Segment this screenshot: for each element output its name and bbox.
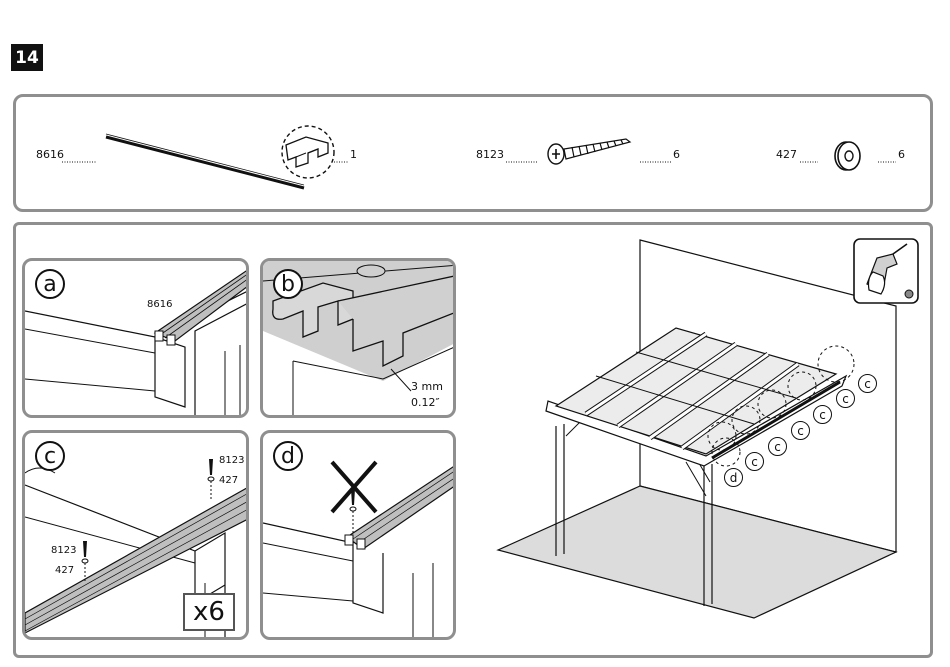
prohibited-cross-icon <box>329 459 379 515</box>
panel-a: a 8616 <box>22 258 249 418</box>
rail-profile-icon <box>278 123 340 183</box>
part-code-rail: 8616 <box>36 149 64 161</box>
dotted-leader <box>506 160 538 164</box>
marker-c-2: c <box>836 389 855 408</box>
washer-icon <box>831 139 865 173</box>
step-letter-b: b <box>273 269 303 299</box>
dotted-leader <box>878 160 896 164</box>
washer-code-label-2: 427 <box>55 565 74 577</box>
dotted-leader <box>62 160 96 164</box>
part-qty-screw: 6 <box>673 149 680 161</box>
step-number: 14 <box>11 44 43 71</box>
step-letter-a: a <box>35 269 65 299</box>
screw-icon <box>546 133 636 167</box>
marker-c-4: c <box>791 421 810 440</box>
part-qty-rail: 1 <box>350 149 357 161</box>
part-qty-washer: 6 <box>898 149 905 161</box>
screw-code-label: 8123 <box>219 455 244 467</box>
gap-size-inch: 0.12″ <box>411 397 440 409</box>
dotted-leader <box>640 160 672 164</box>
marker-c-3: c <box>813 405 832 424</box>
panel-c: c 8123 427 8123 427 x6 <box>22 430 249 640</box>
part-label-8616: 8616 <box>147 299 172 311</box>
gap-size-mm: 3 mm <box>411 381 443 393</box>
marker-d: d <box>724 468 743 487</box>
part-code-washer: 427 <box>776 149 797 161</box>
step-letter-d: d <box>273 441 303 471</box>
panel-b: b 3 mm 0.12″ <box>260 258 456 418</box>
part-code-screw: 8123 <box>476 149 504 161</box>
marker-c-1: c <box>858 374 877 393</box>
step-letter-c: c <box>35 441 65 471</box>
panel-d: d <box>260 430 456 640</box>
quantity-multiplier: x6 <box>183 593 235 631</box>
marker-c-6: c <box>745 452 764 471</box>
dotted-leader <box>800 160 818 164</box>
marker-c-5: c <box>768 437 787 456</box>
screw-code-label-2: 8123 <box>51 545 76 557</box>
dotted-leader <box>334 160 348 164</box>
pergola-overview <box>496 236 906 636</box>
washer-code-label: 427 <box>219 475 238 487</box>
drill-icon <box>853 238 920 304</box>
parts-list: 8616 1 8123 6 427 6 <box>13 94 933 212</box>
